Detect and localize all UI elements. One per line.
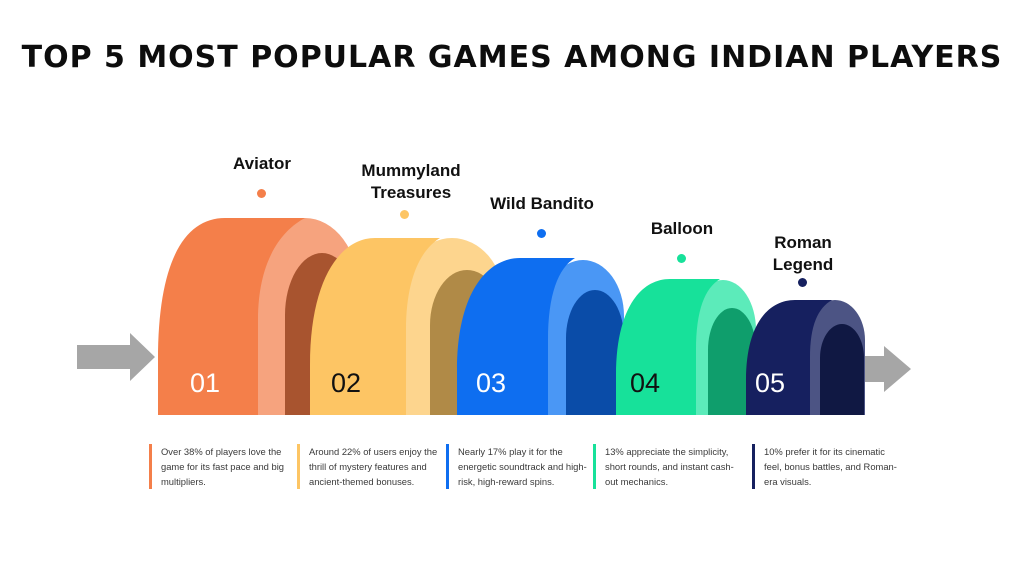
- arch-05: [746, 300, 865, 415]
- arch-04: [616, 279, 756, 415]
- description-03: Nearly 17% play it for the energetic sou…: [446, 444, 593, 489]
- game-name-wild-bandito: Wild Bandito: [490, 194, 594, 213]
- game-name-aviator: Aviator: [233, 154, 291, 173]
- description-04: 13% appreciate the simplicity, short rou…: [593, 444, 740, 489]
- page-title: TOP 5 MOST POPULAR GAMES AMONG INDIAN PL…: [21, 40, 1003, 75]
- marker-dot-03: [537, 229, 546, 238]
- marker-dot-02: [400, 210, 409, 219]
- game-name-balloon: Balloon: [650, 219, 714, 238]
- arch-number-04: 04: [630, 368, 661, 398]
- description-02: Around 22% of users enjoy the thrill of …: [297, 444, 444, 489]
- arch-03: [457, 258, 624, 415]
- marker-dot-05: [798, 278, 807, 287]
- arch-02: [310, 238, 504, 415]
- description-01: Over 38% of players love the game for it…: [149, 444, 296, 489]
- marker-dot-01: [257, 189, 266, 198]
- arch-number-05: 05: [755, 368, 786, 398]
- arch-number-02: 02: [331, 368, 362, 398]
- arch-number-03: 03: [476, 368, 507, 398]
- game-name-roman-legend: Roman Legend: [772, 233, 834, 274]
- description-05: 10% prefer it for its cinematic feel, bo…: [752, 444, 899, 489]
- game-name-mummyland: Mummyland Treasures: [361, 161, 461, 202]
- arch-number-01: 01: [190, 368, 221, 398]
- marker-dot-04: [677, 254, 686, 263]
- left-arrow-icon: [77, 333, 155, 381]
